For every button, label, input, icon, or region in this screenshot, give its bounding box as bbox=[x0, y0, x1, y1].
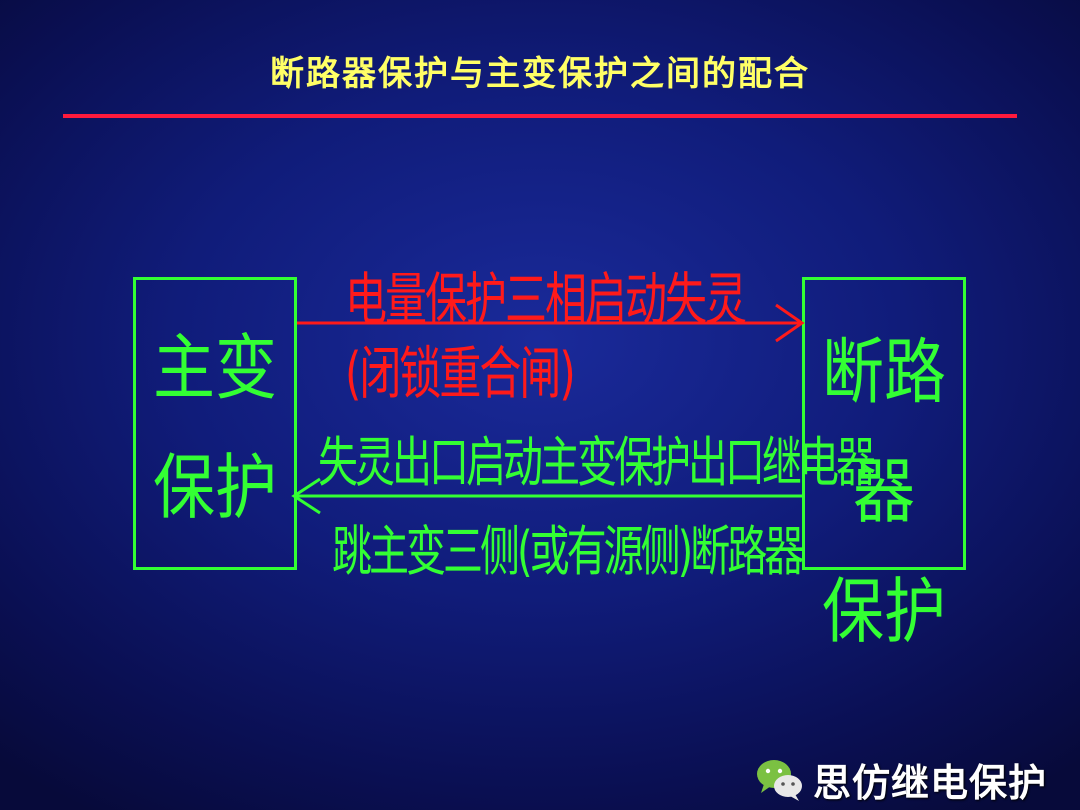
breaker-protection-box: 断路器 保护 bbox=[802, 277, 966, 653]
main-transformer-protection-box: 主变 保护 bbox=[133, 277, 297, 570]
red-arrow-label-line1: 电量保护三相启动失灵 bbox=[345, 266, 747, 333]
slide-title: 断路器保护与主变保护之间的配合 bbox=[270, 54, 810, 94]
green-arrow-left bbox=[291, 477, 802, 515]
red-arrow-right bbox=[297, 303, 805, 343]
main-transformer-label-line1: 主变 bbox=[152, 325, 277, 410]
breaker-protection-label: 断路器 保护 bbox=[805, 313, 963, 672]
main-transformer-protection-label: 主变 保护 bbox=[136, 308, 294, 547]
green-arrow-label-line1: 失灵出口启动主变保护出口继电器 bbox=[318, 432, 876, 495]
breaker-label-line1: 断路器 bbox=[821, 329, 946, 534]
main-transformer-label-line2: 保护 bbox=[152, 445, 277, 530]
watermark: 思仿继电保护 bbox=[755, 754, 1048, 805]
breaker-label-line2: 保护 bbox=[821, 569, 946, 653]
green-arrow-label-line2: 跳主变三侧(或有源侧)断路器 bbox=[332, 521, 804, 584]
red-arrow-label-line2: (闭锁重合闸) bbox=[345, 340, 576, 407]
wechat-icon bbox=[757, 760, 802, 801]
watermark-text: 思仿继电保护 bbox=[813, 760, 1048, 805]
title-underline bbox=[63, 114, 1017, 118]
